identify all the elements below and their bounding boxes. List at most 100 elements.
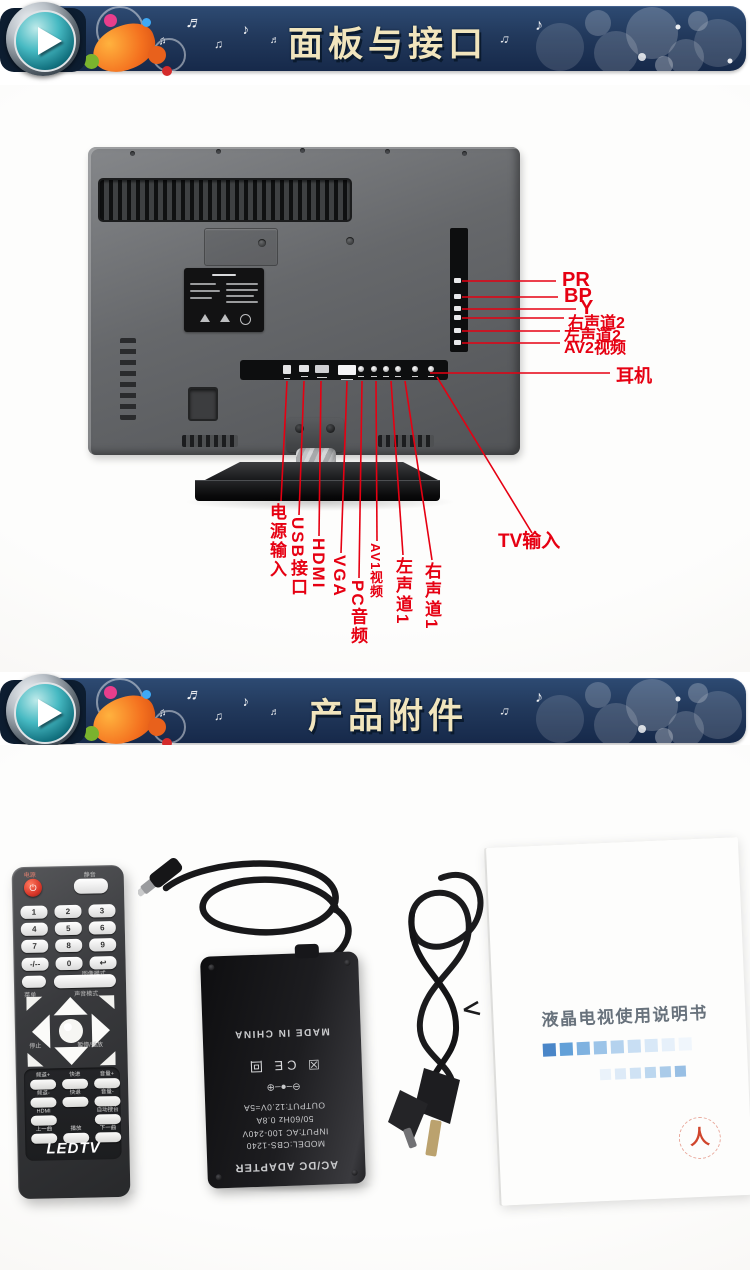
manual-publisher-logo: 人: [677, 1116, 722, 1160]
ac-adapter: AC/DC ADAPTER MODEL:CBS-1240 INPUT:AC 10…: [199, 951, 367, 1189]
headphone-jack: [412, 366, 418, 377]
remote-mute-button: [73, 878, 109, 894]
port-label-tv-input: TV输入: [498, 531, 561, 552]
power-port: [283, 365, 291, 379]
remote-key-1: 1: [20, 905, 48, 920]
port-label-usb: USB接口: [288, 517, 307, 597]
stand-bracket: [286, 418, 344, 452]
side-vents: [120, 338, 136, 420]
screw: [216, 149, 221, 154]
audio-port: [454, 315, 461, 320]
panel-cutout: [188, 387, 218, 421]
remote-grid-cell: [61, 1108, 91, 1126]
power-cord: [388, 872, 484, 1157]
audio-right-jack: [395, 366, 401, 377]
swirl-dot: [84, 726, 99, 741]
swirl-dot: [142, 690, 151, 699]
swirl-dot: [162, 738, 172, 748]
power-button-label: 电源: [23, 872, 36, 879]
remote-key-0: 0: [55, 956, 83, 971]
vesa-hole: [258, 239, 266, 247]
port-label-audio-left2: 左声道2: [564, 328, 621, 345]
section-title-panel: 面板与接口: [287, 25, 488, 64]
section-title-accessories: 产品附件: [307, 697, 468, 736]
remote-small-button: [21, 975, 47, 989]
swirl-dot: [148, 718, 166, 736]
swirl-dot: [104, 686, 117, 699]
remote-key-9: 9: [89, 938, 117, 952]
port-label-pr: PR: [562, 269, 590, 291]
play-pause-label: 暂停/播放: [77, 1042, 104, 1049]
polarity-icon: ⊖–●–⊕: [266, 1080, 301, 1094]
port-label-y: Y: [580, 297, 594, 319]
spec-label-plate: [184, 268, 264, 332]
remote-grid-cell: 自动搜台: [93, 1107, 123, 1125]
adapter-print: AC/DC ADAPTER MODEL:CBS-1240 INPUT:AC 10…: [211, 968, 356, 1177]
remote-wide-button: [53, 974, 117, 989]
vesa-hole: [346, 237, 354, 245]
screw: [300, 148, 305, 153]
port-label-bp: BP: [564, 285, 592, 307]
cert-icons: ☒ CE 回: [245, 1057, 321, 1075]
component-port: [454, 294, 461, 299]
port-label-audio-left1: 左声道1: [393, 557, 412, 626]
shadow: [185, 493, 455, 511]
remote-key-6: 6: [88, 921, 116, 935]
remote-key-7: 7: [21, 939, 49, 954]
usb-port: [299, 365, 309, 377]
port-label-vga: VGA: [330, 555, 349, 598]
play-icon: [6, 2, 80, 76]
remote-brand-logo: LEDTV: [46, 1139, 101, 1158]
swirl-dot: [162, 66, 172, 76]
port-label-audio-right1: 右声道1: [422, 562, 441, 631]
swirl-dot: [148, 46, 166, 64]
vent-grille: [98, 178, 352, 222]
dpad: [26, 995, 116, 1067]
remote-key-dash: -/--: [21, 957, 49, 972]
tv-back-photo: PR BP Y 右声道2 左声道2 AV2视频 耳机 TV输入 电源输入 USB…: [0, 85, 750, 672]
remote-grid-cell: 音量+: [92, 1071, 122, 1089]
remote-power-button: ⏻: [23, 878, 43, 897]
port-label-headphone: 耳机: [616, 366, 652, 386]
adapter-cable: [138, 858, 352, 968]
swirl-dot: [84, 54, 99, 69]
remote-key-2: 2: [54, 904, 82, 919]
screw: [462, 151, 467, 156]
warning-triangle-icon: [220, 314, 230, 322]
hdmi-port: [315, 365, 329, 378]
remote-grid-cell: 频道-: [28, 1090, 58, 1108]
stand-base-front: [195, 480, 440, 501]
manual-title: 液晶电视使用说明书: [541, 1003, 709, 1030]
component-port: [454, 278, 461, 283]
remote-grid-cell: HDMI: [29, 1108, 59, 1126]
remote-key-8: 8: [55, 938, 83, 953]
user-manual: 液晶电视使用说明书 人: [486, 837, 750, 1206]
av1-video-jack: [371, 366, 377, 377]
swirl-dot: [104, 14, 117, 27]
remote-grid-cell: 快退: [60, 1090, 90, 1108]
molded-recess: [204, 228, 278, 266]
port-label-pc-audio: PC音频: [348, 580, 367, 646]
port-label-hdmi: HDMI: [309, 538, 328, 590]
banner-panel-section: ♪ ♫ ♬ ♫ ♪ ♬ ♫ ♪ 面板与接口: [0, 0, 750, 90]
mute-button-label: 静音: [83, 872, 96, 879]
stand-base: [205, 462, 438, 480]
screw: [130, 151, 135, 156]
audio-left-jack: [383, 366, 389, 377]
swirl-dot: [142, 18, 151, 27]
cert-circle-icon: [240, 314, 251, 325]
av-video-port: [454, 340, 461, 345]
port-label-audio-right2: 右声道2: [568, 315, 625, 332]
warning-triangle-icon: [200, 314, 210, 322]
stop-button-label: 停止: [29, 1043, 42, 1050]
remote-grid-cell: 快进: [60, 1072, 90, 1090]
tv-antenna-jack: [428, 366, 434, 377]
play-icon: [6, 674, 80, 748]
port-label-av1-video: AV1视频: [368, 543, 383, 599]
accessories-photo: 电源 ⏻ 静音 1 2 3 4 5 6 7 8 9 -/-- 0 ↩ 图像模式 …: [0, 745, 750, 1270]
port-label-av2-video: AV2视频: [564, 340, 626, 357]
remote-key-4: 4: [20, 922, 48, 937]
side-av-strip: [450, 228, 468, 352]
remote-grid-cell: 频道+: [28, 1072, 58, 1090]
